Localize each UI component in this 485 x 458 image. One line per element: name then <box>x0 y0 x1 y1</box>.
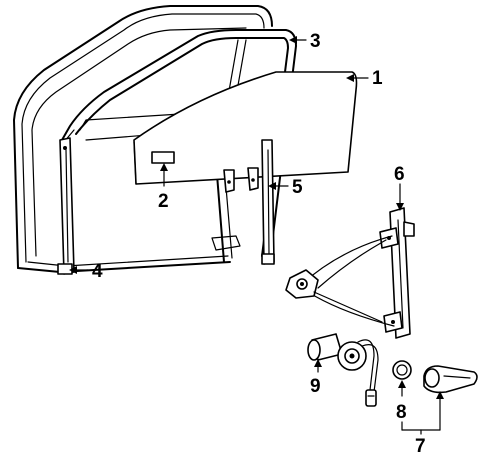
callout-1: 1 <box>372 68 383 89</box>
front-channel-icon <box>57 137 75 275</box>
rear-channel-icon <box>261 139 275 265</box>
callout-labels: 1 2 3 4 5 6 7 8 9 <box>92 31 426 457</box>
callout-7: 7 <box>415 436 426 457</box>
callout-2: 2 <box>158 191 169 212</box>
door-glass-icon <box>133 71 358 185</box>
window-regulator-icon <box>285 207 415 339</box>
handle-set-icon <box>423 365 478 394</box>
leader-lines <box>69 36 444 435</box>
glass-label-icon <box>151 151 175 164</box>
callout-9: 9 <box>310 376 321 397</box>
callout-3: 3 <box>310 31 321 52</box>
glass-clip-icon <box>223 167 259 193</box>
callout-6: 6 <box>394 164 405 185</box>
callout-5: 5 <box>292 177 303 198</box>
callout-4: 4 <box>92 261 103 282</box>
regulator-motor-icon <box>307 333 379 407</box>
callout-8: 8 <box>396 402 407 423</box>
handle-knob-icon <box>392 360 412 380</box>
